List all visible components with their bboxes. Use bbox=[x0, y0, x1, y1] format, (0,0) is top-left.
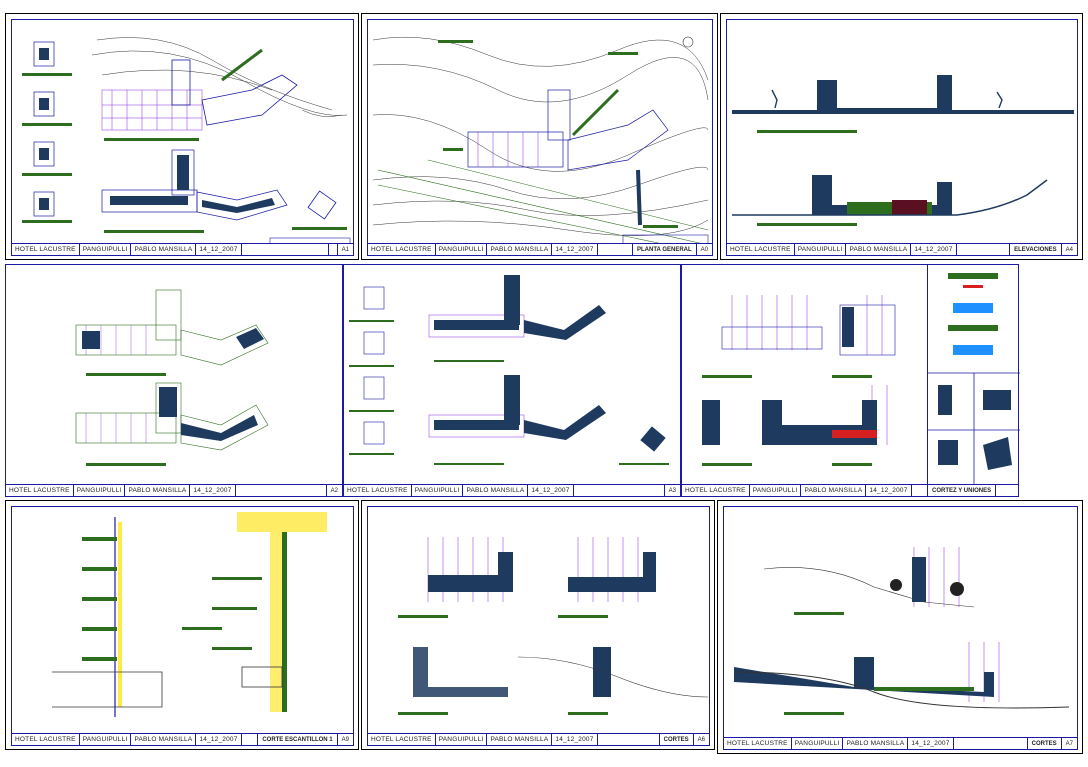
title-location: PANGUIPULLI bbox=[750, 485, 802, 496]
sheet-number: A2 bbox=[330, 487, 338, 494]
sheet-uniones[interactable]: CORTEZ Y UNIONES bbox=[927, 264, 1020, 497]
sheet-plantas-estructura[interactable]: HOTEL LACUSTRE PANGUIPULLI PABLO MANSILL… bbox=[5, 264, 343, 497]
title-block: HOTEL LACUSTRE PANGUIPULLI PABLO MANSILL… bbox=[368, 243, 712, 255]
title-author: PABLO MANSILLA bbox=[463, 485, 529, 496]
title-date: 14_12_2007 bbox=[866, 485, 912, 496]
title-location: PANGUIPULLI bbox=[412, 485, 464, 496]
sheet-number: A0 bbox=[700, 246, 708, 253]
sheet-frame: HOTEL LACUSTRE PANGUIPULLI PABLO MANSILL… bbox=[11, 19, 354, 256]
sheet-frame: HOTEL LACUSTRE PANGUIPULLI PABLO MANSILL… bbox=[723, 506, 1078, 750]
title-date: 14_12_2007 bbox=[196, 734, 242, 745]
drawing-structure-plans bbox=[75, 289, 269, 466]
sheet-plantas-niveles[interactable]: HOTEL LACUSTRE PANGUIPULLI PABLO MANSILL… bbox=[5, 13, 359, 260]
drawing-sections-details bbox=[702, 295, 896, 466]
sheet-frame: HOTEL LACUSTRE PANGUIPULLI PABLO MANSILL… bbox=[11, 506, 354, 746]
sheet-name: PLANTA GENERAL bbox=[633, 244, 697, 255]
drawing-site-plan bbox=[372, 36, 709, 245]
title-project: HOTEL LACUSTRE bbox=[12, 734, 80, 745]
title-project: HOTEL LACUSTRE bbox=[12, 244, 80, 255]
sheet-number: A1 bbox=[341, 246, 349, 253]
drawing-upper-plans bbox=[349, 275, 669, 465]
title-location: PANGUIPULLI bbox=[436, 734, 488, 745]
drawing-floor-plans bbox=[22, 37, 351, 245]
title-author: PABLO MANSILLA bbox=[843, 738, 909, 749]
title-block: HOTEL LACUSTRE PANGUIPULLI PABLO MANSILL… bbox=[12, 243, 353, 255]
title-project: HOTEL LACUSTRE bbox=[6, 485, 74, 496]
title-date: 14_12_2007 bbox=[552, 734, 598, 745]
title-author: PABLO MANSILLA bbox=[846, 244, 912, 255]
title-location: PANGUIPULLI bbox=[436, 244, 488, 255]
title-block: HOTEL LACUSTRE PANGUIPULLI PABLO MANSILL… bbox=[6, 484, 342, 496]
sheet-elevaciones[interactable]: HOTEL LACUSTRE PANGUIPULLI PABLO MANSILL… bbox=[720, 13, 1083, 260]
title-block: HOTEL LACUSTRE PANGUIPULLI PABLO MANSILL… bbox=[727, 243, 1077, 255]
sheet-planta-general[interactable]: HOTEL LACUSTRE PANGUIPULLI PABLO MANSILL… bbox=[361, 13, 718, 260]
title-date: 14_12_2007 bbox=[908, 738, 954, 749]
title-author: PABLO MANSILLA bbox=[131, 244, 197, 255]
title-date: 14_12_2007 bbox=[911, 244, 957, 255]
sheet-number: A9 bbox=[341, 736, 349, 743]
drawing-wall-section bbox=[52, 512, 327, 717]
sheet-number: A6 bbox=[697, 736, 705, 743]
drawing-elevations bbox=[732, 75, 1074, 226]
title-project: HOTEL LACUSTRE bbox=[368, 244, 436, 255]
title-block: HOTEL LACUSTRE PANGUIPULLI PABLO MANSILL… bbox=[344, 484, 680, 496]
drawing-joint-details bbox=[928, 273, 1020, 487]
sheet-cortes-1[interactable]: HOTEL LACUSTRE PANGUIPULLI PABLO MANSILL… bbox=[361, 500, 715, 750]
title-author: PABLO MANSILLA bbox=[131, 734, 197, 745]
sheet-frame: HOTEL LACUSTRE PANGUIPULLI PABLO MANSILL… bbox=[367, 19, 713, 256]
title-location: PANGUIPULLI bbox=[74, 485, 126, 496]
sheet-number: A3 bbox=[668, 487, 676, 494]
title-date: 14_12_2007 bbox=[552, 244, 598, 255]
sheet-name: CORTES bbox=[1028, 738, 1062, 749]
title-author: PABLO MANSILLA bbox=[487, 734, 553, 745]
title-author: PABLO MANSILLA bbox=[487, 244, 553, 255]
title-block: HOTEL LACUSTRE PANGUIPULLI PABLO MANSILL… bbox=[368, 733, 709, 745]
sheet-plantas-superiores[interactable]: HOTEL LACUSTRE PANGUIPULLI PABLO MANSILL… bbox=[343, 264, 681, 497]
sheet-escantillon[interactable]: HOTEL LACUSTRE PANGUIPULLI PABLO MANSILL… bbox=[5, 500, 359, 750]
sheet-name bbox=[329, 244, 338, 255]
sheet-name: CORTES bbox=[660, 734, 694, 745]
sheet-frame: HOTEL LACUSTRE PANGUIPULLI PABLO MANSILL… bbox=[367, 506, 710, 746]
title-date: 14_12_2007 bbox=[196, 244, 242, 255]
title-location: PANGUIPULLI bbox=[80, 734, 132, 745]
title-block: HOTEL LACUSTRE PANGUIPULLI PABLO MANSILL… bbox=[12, 733, 353, 745]
sheet-frame: HOTEL LACUSTRE PANGUIPULLI PABLO MANSILL… bbox=[726, 19, 1078, 256]
sheet-name: CORTE ESCANTILLON 1 bbox=[258, 734, 338, 745]
title-author: PABLO MANSILLA bbox=[125, 485, 191, 496]
title-project: HOTEL LACUSTRE bbox=[682, 485, 750, 496]
sheet-name: ELEVACIONES bbox=[1010, 244, 1062, 255]
title-location: PANGUIPULLI bbox=[792, 738, 844, 749]
title-date: 14_12_2007 bbox=[190, 485, 236, 496]
sheet-cortes-2[interactable]: HOTEL LACUSTRE PANGUIPULLI PABLO MANSILL… bbox=[717, 500, 1083, 754]
title-project: HOTEL LACUSTRE bbox=[368, 734, 436, 745]
drawing-sections-b bbox=[733, 547, 1070, 715]
details-label: CORTEZ Y UNIONES bbox=[928, 485, 997, 496]
title-date: 14_12_2007 bbox=[528, 485, 574, 496]
title-project: HOTEL LACUSTRE bbox=[724, 738, 792, 749]
title-location: PANGUIPULLI bbox=[795, 244, 847, 255]
sheet-number: A7 bbox=[1065, 740, 1073, 747]
title-block: HOTEL LACUSTRE PANGUIPULLI PABLO MANSILL… bbox=[724, 737, 1077, 749]
title-author: PABLO MANSILLA bbox=[801, 485, 867, 496]
title-location: PANGUIPULLI bbox=[80, 244, 132, 255]
title-project: HOTEL LACUSTRE bbox=[344, 485, 412, 496]
title-project: HOTEL LACUSTRE bbox=[727, 244, 795, 255]
drawing-sections-a bbox=[398, 537, 709, 715]
title-block: CORTEZ Y UNIONES bbox=[928, 484, 1018, 496]
sheet-number: A4 bbox=[1065, 246, 1073, 253]
